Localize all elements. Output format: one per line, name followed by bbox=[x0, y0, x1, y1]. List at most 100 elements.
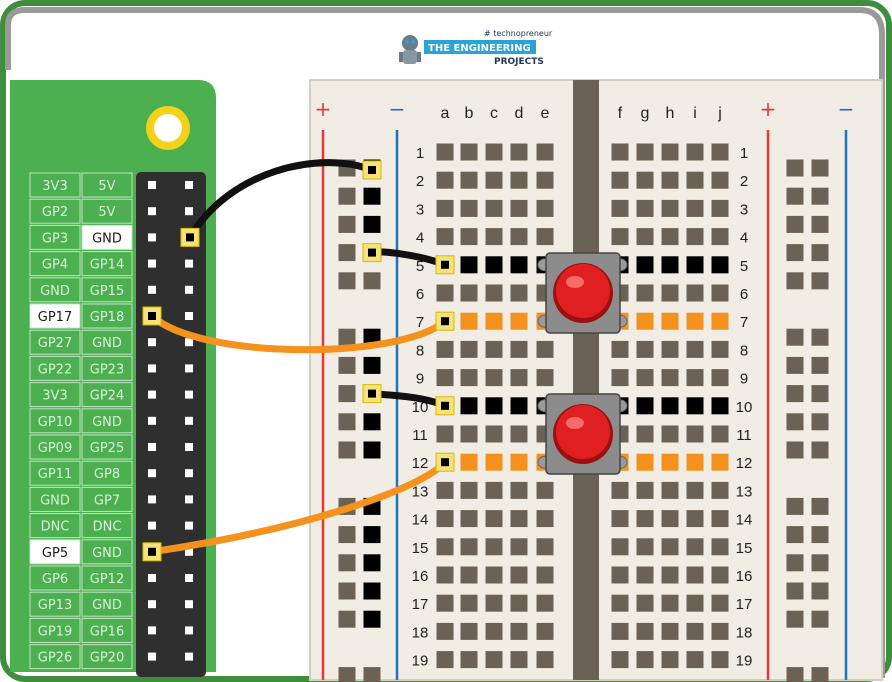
row-number: 6 bbox=[740, 286, 748, 303]
header-pin bbox=[148, 574, 156, 582]
minus-rail-sign: − bbox=[838, 97, 855, 121]
breadboard-hole bbox=[661, 171, 679, 189]
pin-label-box bbox=[81, 617, 133, 643]
rail-hole bbox=[811, 272, 829, 290]
breadboard-hole bbox=[485, 510, 503, 528]
breadboard-hole bbox=[686, 256, 704, 274]
breadboard-hole bbox=[536, 199, 554, 217]
rail-hole bbox=[811, 328, 829, 346]
breadboard-hole bbox=[436, 538, 454, 556]
breadboard-hole bbox=[611, 143, 629, 161]
rail-hole bbox=[338, 187, 356, 205]
breadboard-hole bbox=[485, 284, 503, 302]
breadboard-hole bbox=[661, 425, 679, 443]
rail-hole bbox=[786, 667, 804, 682]
row-number: 6 bbox=[416, 286, 424, 303]
pin-label: GP26 bbox=[38, 651, 72, 666]
push-button-1[interactable] bbox=[537, 252, 628, 334]
pin-label-box bbox=[81, 591, 133, 617]
column-label: e bbox=[541, 105, 550, 122]
push-button-2[interactable] bbox=[537, 393, 628, 475]
breadboard-hole bbox=[485, 566, 503, 584]
header-pin bbox=[148, 600, 156, 609]
breadboard-hole bbox=[460, 566, 478, 584]
pin-label-box bbox=[81, 513, 133, 539]
breadboard-hole bbox=[661, 312, 679, 330]
breadboard-hole bbox=[460, 256, 478, 274]
row-number: 2 bbox=[416, 173, 424, 190]
breadboard-hole bbox=[460, 397, 478, 415]
breadboard-hole bbox=[460, 481, 478, 499]
pin-label-box bbox=[81, 198, 133, 224]
breadboard-hole bbox=[636, 481, 654, 499]
rail-hole bbox=[363, 582, 381, 600]
row-number: 18 bbox=[412, 624, 429, 641]
pin-label-box bbox=[29, 355, 81, 381]
pin-label: GND bbox=[40, 284, 70, 299]
breadboard-hole bbox=[711, 397, 729, 415]
pin-label: GP27 bbox=[38, 336, 72, 351]
wire-endpoint-center bbox=[441, 401, 449, 410]
pin-label: GP09 bbox=[38, 441, 72, 456]
pin-label: 5V bbox=[98, 179, 115, 194]
pin-label-box bbox=[29, 539, 81, 565]
breadboard-hole bbox=[686, 143, 704, 161]
breadboard-hole bbox=[711, 453, 729, 471]
header-pin bbox=[148, 259, 156, 268]
breadboard-hole bbox=[485, 538, 503, 556]
breadboard-hole bbox=[686, 228, 704, 246]
breadboard-hole bbox=[510, 199, 528, 217]
breadboard-hole bbox=[686, 594, 704, 612]
pin-label-box bbox=[81, 277, 133, 303]
pin-label: GP25 bbox=[90, 441, 124, 456]
rail-hole bbox=[811, 667, 829, 682]
pin-label: GP24 bbox=[90, 389, 124, 404]
row-number: 9 bbox=[740, 371, 748, 388]
breadboard-hole bbox=[510, 481, 528, 499]
pin-label: GP20 bbox=[90, 651, 124, 666]
row-number: 13 bbox=[412, 483, 429, 500]
breadboard-hole bbox=[661, 622, 679, 640]
header-pin bbox=[185, 416, 193, 425]
column-label: i bbox=[693, 105, 697, 122]
breadboard-hole bbox=[636, 453, 654, 471]
breadboard-hole bbox=[510, 622, 528, 640]
wire-endpoint-center bbox=[441, 458, 449, 467]
breadboard-hole bbox=[510, 228, 528, 246]
breadboard-hole bbox=[686, 425, 704, 443]
row-number: 2 bbox=[740, 173, 748, 190]
pin-header bbox=[136, 172, 206, 677]
pin-label-box bbox=[81, 355, 133, 381]
breadboard-hole bbox=[536, 340, 554, 358]
breadboard-hole bbox=[711, 312, 729, 330]
pin-label: GND bbox=[92, 336, 122, 351]
rail-hole bbox=[786, 187, 804, 205]
header-pin bbox=[185, 338, 193, 347]
rail-hole bbox=[363, 215, 381, 233]
gp17-signal-wire bbox=[148, 312, 449, 354]
header-pin bbox=[148, 652, 156, 661]
breadboard-hole bbox=[485, 397, 503, 415]
rail-hole bbox=[786, 497, 804, 515]
column-label: j bbox=[717, 105, 722, 122]
pin-label: GP11 bbox=[38, 467, 72, 482]
rail-hole bbox=[786, 356, 804, 374]
column-label: a bbox=[441, 105, 450, 122]
breadboard-hole bbox=[711, 594, 729, 612]
breadboard-hole bbox=[686, 340, 704, 358]
pin-label-box bbox=[81, 644, 133, 670]
rail-hole bbox=[811, 244, 829, 262]
breadboard-hole bbox=[536, 228, 554, 246]
header-pin bbox=[185, 259, 193, 268]
header-pin bbox=[148, 495, 156, 504]
rail-hole bbox=[338, 328, 356, 346]
rail-hole bbox=[786, 526, 804, 544]
row-number: 15 bbox=[736, 540, 753, 557]
header-pin bbox=[148, 416, 156, 425]
wire-endpoint-center bbox=[186, 233, 194, 242]
breadboard-hole bbox=[460, 425, 478, 443]
pin-label-box bbox=[29, 513, 81, 539]
breadboard-hole bbox=[686, 453, 704, 471]
header-pin bbox=[185, 390, 193, 399]
